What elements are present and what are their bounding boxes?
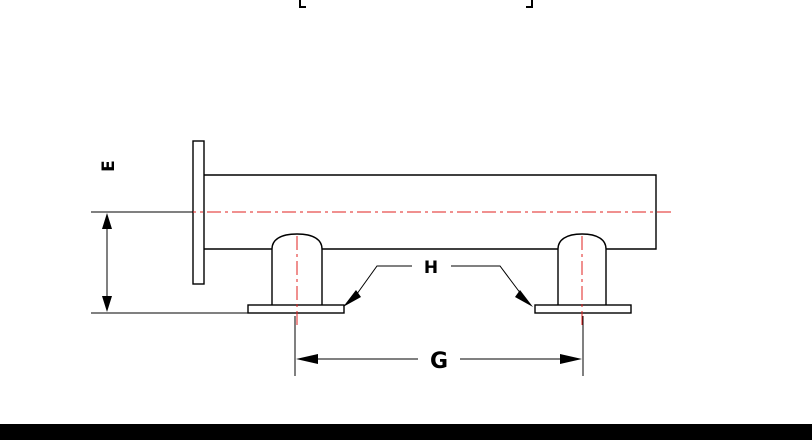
left-support-leg xyxy=(271,233,323,305)
cropped-top-marks xyxy=(299,0,533,8)
right-base-plate xyxy=(534,304,632,314)
centerlines xyxy=(182,211,672,326)
label-e: E xyxy=(99,160,119,172)
dimension-e xyxy=(91,211,248,314)
main-pipe xyxy=(204,174,657,250)
label-g: G xyxy=(430,349,448,374)
left-base-plate xyxy=(247,304,345,314)
right-support-leg xyxy=(557,233,607,305)
label-h: H xyxy=(424,258,438,278)
bottom-bar xyxy=(0,424,812,440)
dimension-g xyxy=(294,316,584,376)
leader-h xyxy=(343,265,533,307)
